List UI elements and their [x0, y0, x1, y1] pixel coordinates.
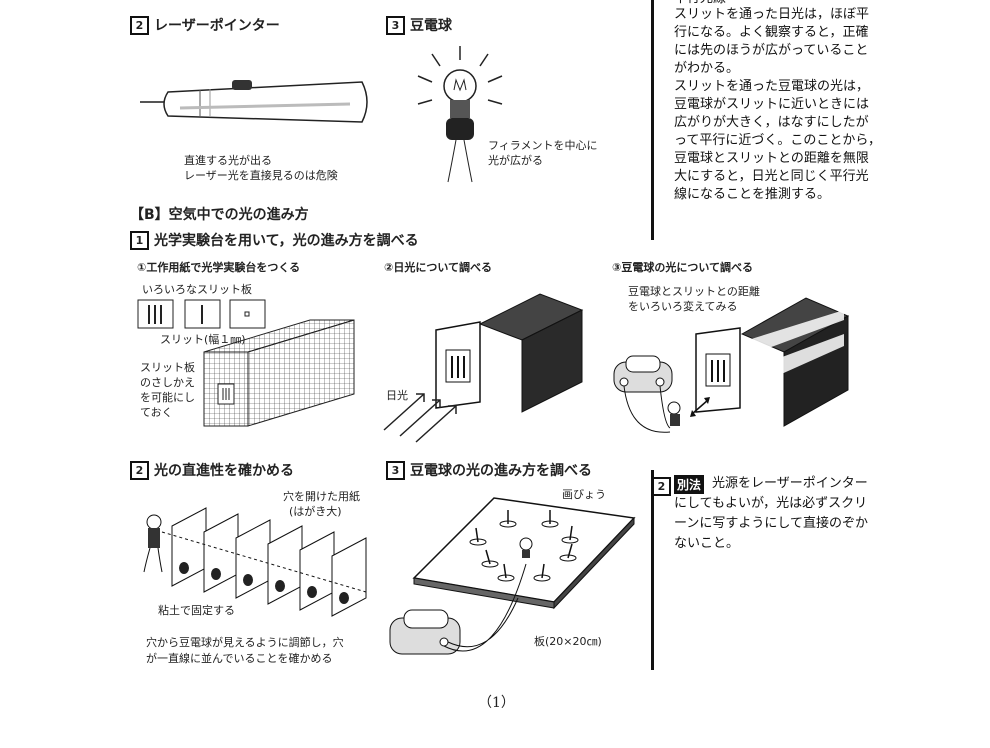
laser-caption-1: 直進する光が出る: [184, 154, 272, 167]
bulb-slit-experiment-illustration: [613, 297, 850, 433]
sunlight-experiment-illustration: [383, 293, 584, 443]
side-note-2-number: 2: [652, 477, 671, 496]
note1-line: スリットを通った豆電球の光は，: [674, 79, 870, 94]
note2-line: にしてもよいが，光は必ずスクリ: [674, 496, 868, 511]
step1-title: ①工作用紙で光学実験台をつくる: [137, 261, 301, 274]
bulb-caption-2: 光が広がる: [488, 154, 543, 167]
side-note-bar-1: [651, 0, 654, 240]
holder-line: を可能にし: [140, 391, 195, 404]
light-bulb-illustration: [417, 46, 503, 183]
laser-pointer-illustration: [140, 80, 368, 123]
step3-note-1: 豆電球とスリットとの距離: [628, 285, 760, 298]
exp3-title: 豆電球の光の進み方を調べる: [410, 463, 592, 479]
section-b-header: 【B】空気中での光の進み方: [130, 207, 309, 223]
section-number-laser: 2: [130, 16, 149, 35]
note1-line: 豆電球とスリットとの距離を無限: [674, 151, 869, 166]
holder-line: スリット板: [140, 361, 195, 374]
optical-bench-grid-illustration: [203, 319, 355, 427]
note1-line: って平行に近づく。このことから，: [674, 133, 881, 148]
paper-label-1: 穴を開けた用紙: [283, 490, 360, 503]
pin-label: 画びょう: [562, 488, 606, 501]
exp2-caption-1: 穴から豆電球が見えるように調節し，穴: [146, 636, 344, 649]
board-label: 板(20×20㎝): [534, 635, 602, 648]
bulb-caption-1: フィラメントを中心に: [488, 139, 598, 152]
laser-caption-2: レーザー光を直接見るのは危険: [184, 169, 338, 182]
holder-line: ておく: [140, 406, 173, 419]
holder-line: のさしかえ: [140, 376, 195, 389]
step2-title: ②日光について調べる: [384, 261, 492, 274]
page-number: （1）: [478, 695, 515, 711]
board-with-pins-illustration: [389, 497, 636, 655]
paper-label-2: (はがき大): [289, 505, 342, 518]
side-note-2-text: 光源をレーザーポインター にしてもよいが，光は必ずスクリ ーンに写すようにして直…: [674, 474, 984, 554]
holder-note: スリット板 のさしかえ を可能にし ておく: [140, 360, 195, 420]
note2-line: 光源をレーザーポインター: [712, 476, 868, 491]
note1-line: 大にすると，日光と同じく平行光: [674, 169, 869, 184]
note1-line: がわかる。: [674, 61, 740, 76]
exp2-title: 光の直進性を確かめる: [154, 463, 294, 479]
slit-plates-illustration: [137, 299, 266, 329]
section-number-exp3: 3: [386, 461, 405, 480]
bulb-title: 豆電球: [410, 18, 452, 34]
straight-light-papers-illustration: [143, 507, 367, 617]
note2-line: ないこと。: [674, 536, 740, 551]
note1-line: 豆電球がスリットに近いときには: [674, 97, 870, 112]
note1-line: 行になる。よく観察すると，正確: [674, 25, 869, 40]
clay-label: 粘土で固定する: [158, 604, 235, 617]
section-number-exp1: 1: [130, 231, 149, 250]
exp2-caption-2: が一直線に並んでいることを確かめる: [146, 652, 333, 665]
note1-line: には先のほうが広がっていること: [674, 43, 869, 58]
note1-line: スリットを通った日光は，ほぼ平: [674, 7, 870, 22]
laser-title: レーザーポインター: [154, 18, 280, 34]
side-note-2-tag: 別法: [674, 475, 705, 494]
side-note-bar-2: [651, 470, 654, 670]
note1-line: 広がりが大きく，はなすにしたが: [674, 115, 869, 130]
exp1-title: 光学実験台を用いて，光の進み方を調べる: [154, 233, 419, 249]
note2-line: ーンに写すようにして直接のぞか: [674, 516, 868, 531]
slit-plates-label: いろいろなスリット板: [142, 283, 252, 296]
section-number-bulb: 3: [386, 16, 405, 35]
slit-width-label: スリット(幅１㎜): [160, 333, 246, 346]
step3-title: ③豆電球の光について調べる: [612, 261, 753, 274]
sunlight-label: 日光: [386, 389, 408, 402]
note1-line: 線になることを推測する。: [674, 187, 831, 202]
step3-note-2: をいろいろ変えてみる: [628, 300, 738, 313]
section-number-exp2: 2: [130, 461, 149, 480]
side-note-1-text: スリットを通った日光は，ほぼ平 行になる。よく観察すると，正確 には先のほうが広…: [674, 6, 984, 204]
